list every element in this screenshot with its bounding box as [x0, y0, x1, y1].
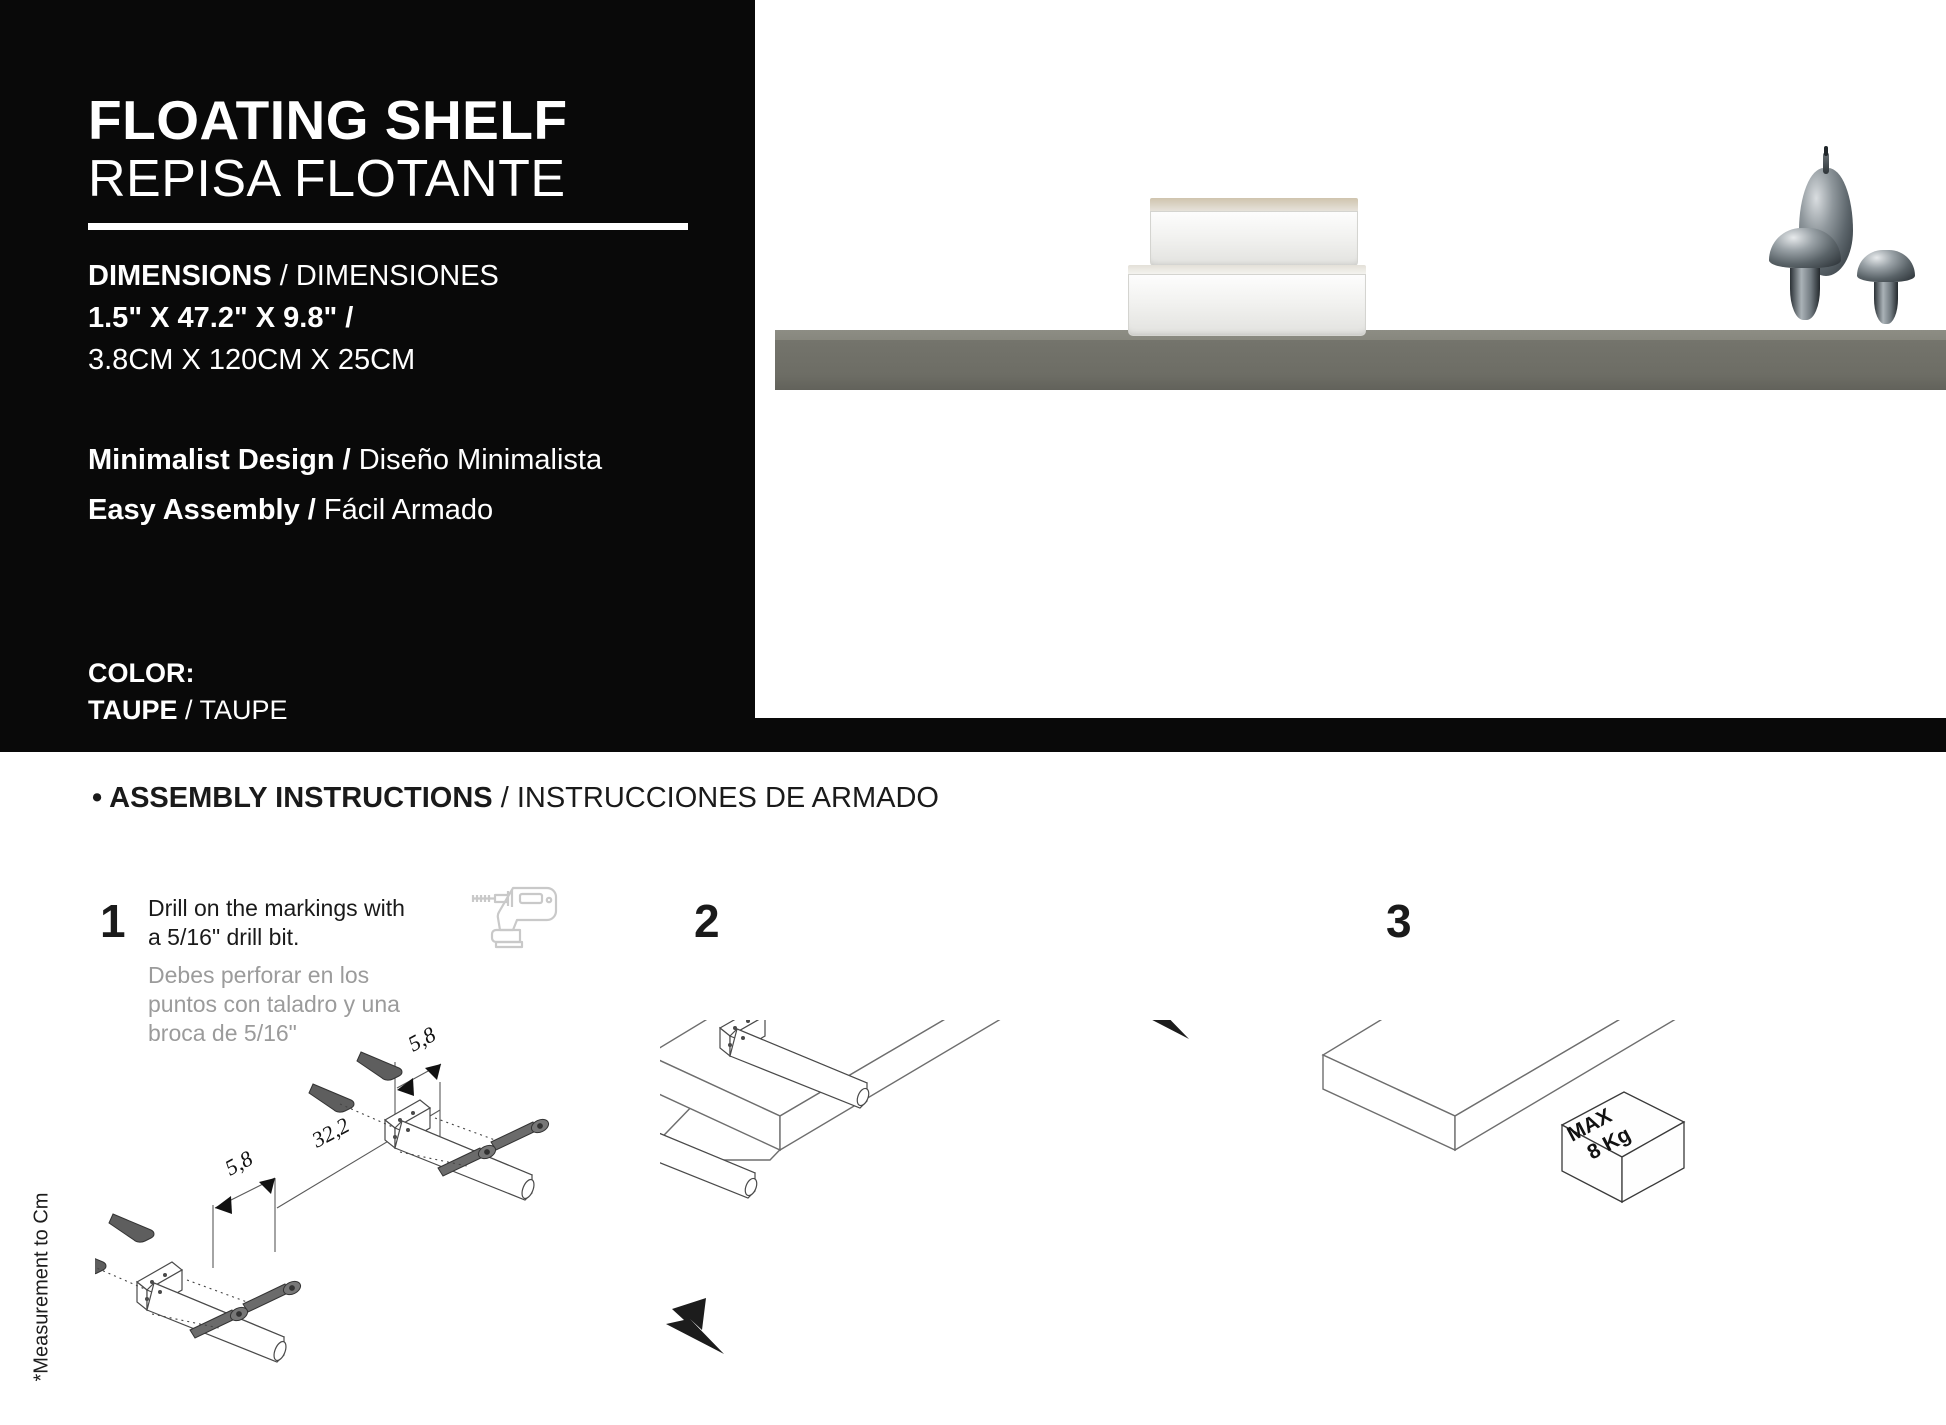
step-1-dimension-label-span: 32,2 — [307, 1112, 354, 1153]
shelf-front-edge — [755, 340, 1946, 390]
feature-design-separator: / — [334, 444, 359, 476]
dimensions-label-row: DIMENSIONS / DIMENSIONES — [88, 255, 499, 297]
step-number-2: 2 — [694, 895, 720, 947]
assembly-heading-es: INSTRUCCIONES DE ARMADO — [516, 782, 939, 814]
color-value-row: TAUPE / TAUPE — [88, 692, 288, 729]
bracket-upper-holes — [728, 1020, 750, 1047]
step-3-diagram: MAX 8 Kg — [1321, 1020, 1686, 1204]
color-value-es: TAUPE — [199, 695, 288, 726]
hero-black-panel — [0, 0, 755, 752]
metallic-mushroom-large — [1769, 228, 1841, 320]
screw-right-a — [490, 1118, 550, 1151]
book-pages — [1150, 211, 1358, 267]
bracket-right-holes — [393, 1111, 415, 1139]
step-1-text-es: Debes perforar en los puntos con taladro… — [148, 961, 400, 1046]
power-drill-icon — [450, 878, 570, 950]
book-cover-edge — [1128, 265, 1366, 274]
screw-left-a — [242, 1280, 302, 1313]
feature-design-en: Minimalist Design — [88, 444, 335, 476]
insert-arrow-top — [1152, 1020, 1189, 1039]
page-subtitle: REPISA FLOTANTE — [88, 150, 566, 209]
feature-design-es: Diseño Minimalista — [358, 444, 603, 476]
book-upper — [1150, 198, 1358, 267]
assembly-heading-bullet: • — [92, 782, 110, 814]
product-photo — [755, 0, 1946, 718]
color-block: COLOR: TAUPE / TAUPE — [88, 655, 288, 730]
page-title: FLOATING SHELF — [88, 89, 568, 151]
wall-anchor-left-a — [108, 1213, 155, 1243]
wall-anchor-right-a — [356, 1051, 403, 1081]
measurement-footnote: *Measurement to Cm — [30, 1192, 53, 1382]
dimensions-label-es: DIMENSIONES — [295, 260, 499, 292]
book-pages — [1128, 274, 1366, 336]
step-1-text: Drill on the markings with a 5/16" drill… — [148, 894, 418, 1048]
wall-bracket-lower — [660, 1132, 758, 1199]
book-stack — [1128, 198, 1366, 336]
book-lower — [1128, 265, 1366, 336]
wall-anchor-right-b — [308, 1083, 355, 1113]
product-title-block: FLOATING SHELF REPISA FLOTANTE — [88, 92, 688, 230]
color-separator: / — [177, 695, 200, 726]
mushroom-cap — [1857, 250, 1915, 282]
mounted-shelf-board — [1321, 1020, 1676, 1152]
dimensions-imperial: 1.5" X 47.2" X 9.8" / — [88, 302, 354, 335]
wall-bracket-right — [383, 1099, 535, 1201]
color-value-en: TAUPE — [88, 695, 178, 726]
alignment-guides-left — [95, 1266, 248, 1329]
gourd-neck — [1823, 152, 1829, 174]
mushroom-stem — [1790, 268, 1820, 320]
hero-black-band — [0, 718, 1946, 752]
metallic-mushroom-small — [1857, 250, 1915, 324]
feature-assembly-separator: / — [299, 494, 324, 527]
mushroom-cap — [1769, 228, 1841, 268]
features-block: Minimalist Design / Diseño Minimalista E… — [88, 435, 602, 535]
feature-row-design: Minimalist Design / Diseño Minimalista — [88, 435, 602, 485]
dimensions-label-en: DIMENSIONS — [88, 260, 272, 292]
dimensions-block: DIMENSIONS / DIMENSIONES 1.5" X 47.2" X … — [88, 255, 499, 381]
dimensions-metric: 3.8CM X 120CM X 25CM — [88, 344, 416, 377]
step-1-text-en: Drill on the markings with a 5/16" drill… — [148, 895, 405, 950]
wall-bracket-upper — [718, 1020, 870, 1109]
shelf-left-mask — [755, 300, 775, 420]
screw-right-b — [437, 1144, 497, 1177]
color-label: COLOR: — [88, 658, 195, 688]
step-1-dimension-label-left: 5,8 — [221, 1145, 257, 1180]
mushroom-stem — [1874, 282, 1898, 324]
step-1-dimension-label-right: 5,8 — [404, 1021, 440, 1056]
dimensions-separator: / — [271, 260, 296, 292]
assembly-heading: • ASSEMBLY INSTRUCTIONS / INSTRUCCIONES … — [92, 782, 939, 815]
wall-bracket-left — [135, 1261, 287, 1363]
insert-arrow-bottom — [666, 1298, 724, 1354]
bracket-left-holes — [145, 1273, 167, 1301]
gourd-stem-tip — [1824, 146, 1828, 156]
feature-assembly-en: Easy Assembly — [88, 494, 300, 527]
step-1-diagram: 5,8 32,2 5,8 — [95, 1021, 550, 1363]
step-number-1: 1 — [100, 895, 126, 947]
wall-anchor-left-b — [95, 1258, 107, 1275]
title-divider — [88, 222, 688, 230]
alignment-guides-right — [339, 1103, 496, 1167]
assembly-heading-en: ASSEMBLY INSTRUCTIONS — [109, 782, 493, 814]
assembly-heading-separator: / — [492, 782, 517, 814]
load-limit-box — [1560, 1091, 1686, 1204]
feature-assembly-es: Fácil Armado — [323, 494, 494, 527]
feature-row-assembly: Easy Assembly / Fácil Armado — [88, 485, 602, 535]
book-cover-edge — [1150, 198, 1358, 211]
step-number-3: 3 — [1386, 895, 1412, 947]
screw-left-b — [189, 1306, 249, 1339]
step-2-diagram — [660, 1020, 1189, 1354]
